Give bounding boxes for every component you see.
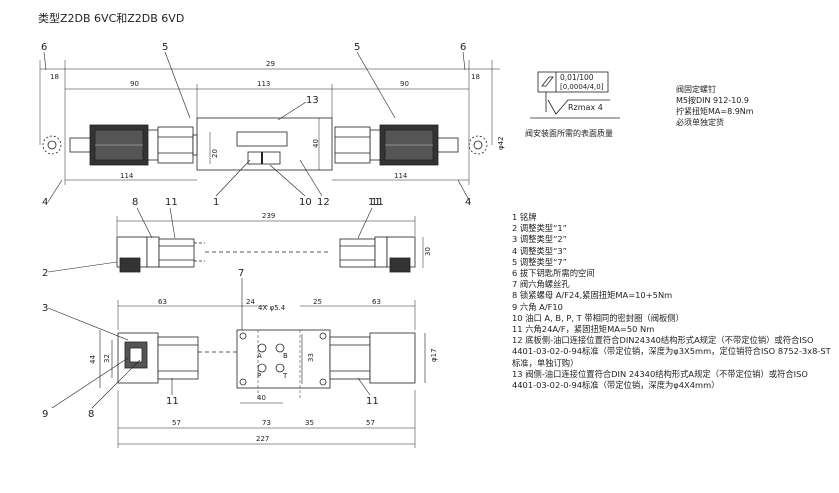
port-p: P	[257, 372, 261, 380]
screw-note-line: 必须单独定货	[676, 118, 724, 127]
dim-20: 20	[211, 149, 219, 158]
dim-32: 32	[103, 354, 111, 363]
port-b: B	[283, 352, 288, 360]
dim-90-left: 90	[130, 80, 139, 88]
dim-40-bottom: 40	[257, 394, 266, 402]
callout-5-left: 5	[162, 42, 168, 53]
dim-239: 239	[262, 212, 275, 220]
callout-11-bottom-right: 11	[366, 396, 379, 407]
dim-25: 25	[313, 298, 322, 306]
callout-11-top: 11	[371, 197, 384, 208]
dim-40: 40	[312, 139, 320, 148]
dim-phi42: φ42	[497, 136, 505, 150]
screw-note: 阀固定螺钉 M5按DIN 912-10.9 拧紧扭矩MA=8.9Nm 必须单独定…	[676, 84, 754, 128]
legend-item: 1 铭牌	[512, 212, 537, 222]
flatness-tolerance: 0,01/100	[560, 73, 594, 82]
callout-8-middle: 8	[132, 197, 138, 208]
dim-18-left: 18	[50, 73, 59, 81]
top-view: 18 18 90 90 29 113 114 114 40 20 φ42 6 5…	[39, 42, 505, 208]
callout-1: 1	[213, 197, 219, 208]
dim-phi17: φ17	[430, 348, 438, 362]
flatness-tolerance-secondary: [0,0004/4,0]	[560, 83, 604, 91]
middle-view: 239 30 8 11 11 2	[42, 197, 432, 279]
callout-12: 12	[317, 197, 330, 208]
dim-18-right: 18	[471, 73, 480, 81]
legend-item: 12 底板侧-油口连接位置符合DIN24340结构形式A规定（不带定位销）或符合…	[512, 335, 831, 368]
dim-63-right: 63	[372, 298, 381, 306]
dim-114-left: 114	[120, 172, 134, 180]
dim-113: 113	[257, 80, 270, 88]
callout-5-right: 5	[354, 42, 360, 53]
bottom-view: A B P T	[42, 268, 438, 448]
callout-3: 3	[42, 303, 48, 314]
callout-13: 13	[306, 95, 319, 106]
callout-11-middle-right: 11	[368, 197, 381, 208]
legend-item: 9 六角 A/F10	[512, 301, 563, 312]
dim-227: 227	[256, 435, 269, 443]
callout-4-left: 4	[42, 197, 48, 208]
callout-8-bottom: 8	[88, 409, 94, 420]
port-t: T	[282, 372, 288, 380]
callout-11-middle-left: 11	[165, 197, 178, 208]
dim-30: 30	[424, 247, 432, 256]
dim-114-right: 114	[394, 172, 408, 180]
dim-73: 73	[262, 419, 271, 427]
dim-57-left: 57	[172, 419, 181, 427]
dim-35: 35	[305, 419, 314, 427]
legend-item: 4 调整类型“3”	[512, 245, 567, 256]
callout-6-left: 6	[41, 42, 47, 53]
surface-spec: 0,01/100 [0,0004/4,0] Rzmax 4	[530, 71, 620, 119]
legend-item: 11 六角24A/F，紧固扭矩MA=50 Nm	[512, 324, 655, 335]
legend-item: 2 调整类型“1”	[512, 223, 567, 234]
legend-item: 3 调整类型“2”	[512, 234, 567, 245]
legend-item: 8 锁紧螺母 A/F24,紧固扭矩MA=10+5Nm	[512, 290, 673, 301]
callout-6-right: 6	[460, 42, 466, 53]
legend-item: 6 拔下钥匙所需的空间	[512, 268, 595, 279]
legend-item: 10 油口 A, B, P, T 带相同的密封圈（阀板侧）	[512, 312, 684, 323]
callout-2: 2	[42, 268, 48, 279]
legend-item: 7 阀六角螺丝孔	[512, 279, 570, 290]
callout-10: 10	[299, 197, 312, 208]
port-a: A	[257, 352, 262, 360]
page-title: 类型Z2DB 6VC和Z2DB 6VD	[38, 12, 185, 25]
dim-90-right: 90	[400, 80, 409, 88]
callout-9: 9	[42, 409, 48, 420]
dim-holes: 4X φ5.4	[258, 304, 286, 312]
dim-44: 44	[89, 355, 97, 364]
dim-57-right: 57	[366, 419, 375, 427]
screw-note-line: 拧紧扭矩MA=8.9Nm	[676, 107, 754, 116]
callout-7: 7	[238, 268, 244, 279]
legend: 1 铭牌 2 调整类型“1” 3 调整类型“2” 4 调整类型“3” 5 调整类…	[512, 212, 832, 391]
screw-note-line: M5按DIN 912-10.9	[676, 96, 750, 105]
dim-63-left: 63	[158, 298, 167, 306]
dim-29: 29	[266, 60, 275, 68]
legend-item: 13 阀侧-油口连接位置符合DIN 24340结构形式A规定（不带定位销）或符合…	[512, 368, 808, 391]
dim-24: 24	[246, 298, 255, 306]
dim-33: 33	[307, 353, 315, 362]
roughness-value: Rzmax 4	[568, 103, 603, 112]
callout-11-bottom-left: 11	[166, 396, 179, 407]
callout-4-right: 4	[465, 197, 471, 208]
legend-item: 5 调整类型“7”	[512, 256, 567, 267]
screw-note-line: 阀固定螺钉	[676, 85, 716, 94]
surface-caption: 阀安装面所需的表面质量	[525, 129, 613, 138]
